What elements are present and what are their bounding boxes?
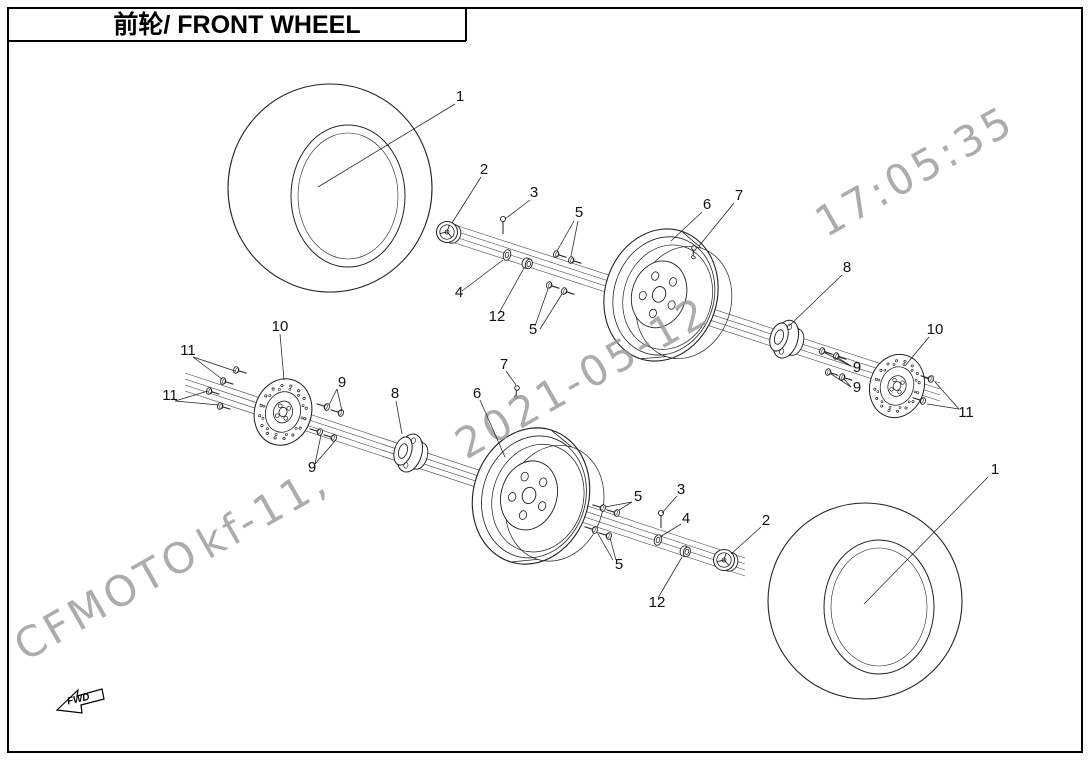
callout-label: 11 xyxy=(162,387,178,404)
tire-lower xyxy=(767,502,963,700)
callout-label: 9 xyxy=(853,359,861,376)
callouts-upper: 1 2 3 5 4 12 5 6 7 8 9 9 10 11 xyxy=(455,88,974,421)
callout-label: 8 xyxy=(843,259,851,276)
callout-label: 1 xyxy=(456,88,464,105)
watermark-text-3: 2021-05-12 xyxy=(447,286,718,469)
callout-label: 7 xyxy=(735,187,743,204)
washer-upper xyxy=(501,248,513,262)
watermark-text-1: CFMOTO xyxy=(6,527,209,671)
fwd-arrow-icon xyxy=(55,688,105,714)
bolts-11-lower xyxy=(205,365,249,414)
callout-label: 10 xyxy=(272,318,289,335)
page-border xyxy=(7,7,1083,753)
fwd-label: FWD xyxy=(66,692,91,708)
leader-lines-lower xyxy=(174,333,989,605)
callout-label: 4 xyxy=(455,284,463,301)
callout-label: 3 xyxy=(530,184,538,201)
callout-label: 12 xyxy=(489,308,506,325)
callout-label: 2 xyxy=(762,512,770,529)
callout-label: 8 xyxy=(391,385,399,402)
cotter-pin-lower xyxy=(657,509,665,529)
callout-label: 2 xyxy=(480,161,488,178)
callout-label: 11 xyxy=(958,404,974,421)
wheel-hub-lower xyxy=(388,429,434,478)
axle-nut-lower xyxy=(678,544,693,559)
callout-label: 10 xyxy=(927,321,944,338)
leader-lines-upper xyxy=(317,103,960,410)
callout-label: 11 xyxy=(180,342,196,359)
callout-label: 7 xyxy=(500,356,508,373)
bolts-5-upper xyxy=(545,249,584,299)
callout-label: 9 xyxy=(338,374,346,391)
cotter-pin-upper xyxy=(499,215,507,235)
callouts-lower: 11 11 10 9 8 6 7 9 5 3 4 5 12 2 1 xyxy=(162,318,999,611)
brake-disc-lower xyxy=(245,371,321,453)
callout-label: 4 xyxy=(682,510,690,527)
callout-label: 1 xyxy=(991,461,999,478)
watermark-text-4: 17:05:35 xyxy=(807,95,1023,246)
fwd-arrow: FWD xyxy=(55,688,105,714)
callout-label: 3 xyxy=(677,481,685,498)
callout-label: 9 xyxy=(308,459,316,476)
title-box: 前轮/ FRONT WHEEL xyxy=(8,8,467,42)
callout-label: 5 xyxy=(615,556,623,573)
hub-cap-upper xyxy=(433,218,465,247)
callout-label: 9 xyxy=(853,379,861,396)
callout-label: 6 xyxy=(703,196,711,213)
brake-disc-upper xyxy=(860,346,934,426)
hub-cap-lower xyxy=(710,546,741,575)
page-title: 前轮/ FRONT WHEEL xyxy=(113,10,360,39)
tire-upper xyxy=(227,83,433,293)
callout-label: 5 xyxy=(529,321,537,338)
callout-label: 6 xyxy=(473,385,481,402)
callout-label: 5 xyxy=(634,488,642,505)
callout-label: 12 xyxy=(649,594,666,611)
callout-label: 5 xyxy=(575,204,583,221)
